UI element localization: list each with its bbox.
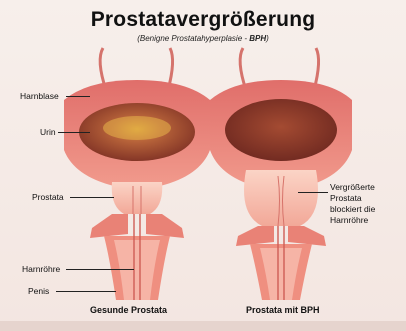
- leader-harnblase: [66, 96, 90, 97]
- leader-harnroehre: [66, 269, 134, 270]
- leader-penis: [56, 291, 116, 292]
- label-prostata: Prostata: [32, 192, 64, 202]
- leader-prostata: [70, 197, 114, 198]
- label-harnroehre: Harnröhre: [22, 264, 60, 274]
- leader-urin: [58, 132, 90, 133]
- bottom-band: [0, 321, 406, 331]
- label-urin: Urin: [40, 127, 56, 137]
- label-harnblase: Harnblase: [20, 91, 59, 101]
- label-vergroesserte-prostata: Vergrößerte Prostata blockiert die Harnr…: [330, 182, 375, 226]
- bph-prostate-figure: [210, 48, 352, 300]
- leader-vergroessert: [298, 192, 328, 193]
- label-penis: Penis: [28, 286, 49, 296]
- caption-left: Gesunde Prostata: [90, 305, 167, 315]
- caption-right: Prostata mit BPH: [246, 305, 320, 315]
- healthy-prostate-figure: [64, 48, 210, 300]
